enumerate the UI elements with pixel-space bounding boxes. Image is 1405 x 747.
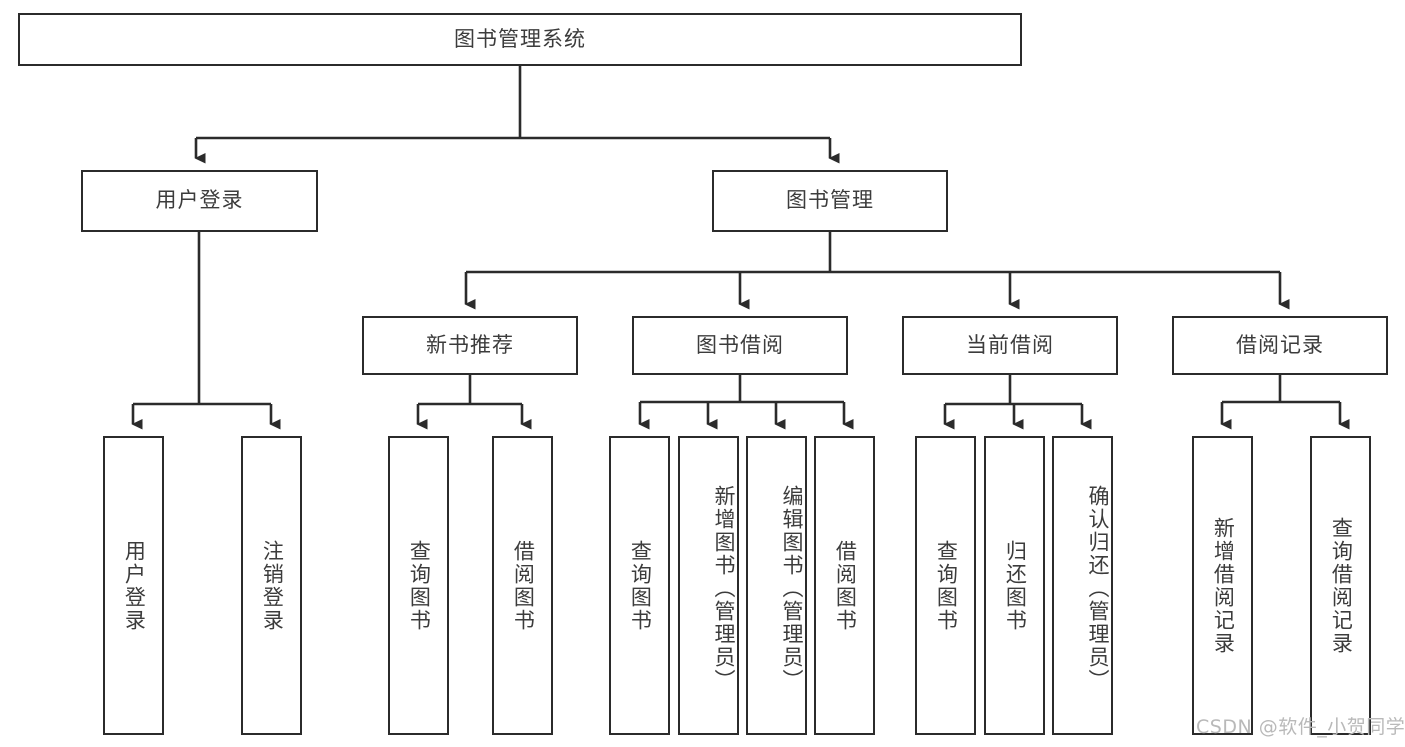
node-current-borrow[interactable]: 当前借阅: [902, 316, 1118, 375]
node-label: 注销登录: [260, 539, 285, 632]
node-label: 确认归还（管理员）: [1086, 485, 1110, 692]
csdn-watermark: CSDN @软件_小贺同学: [1196, 716, 1405, 738]
node-book-borrow[interactable]: 图书借阅: [632, 316, 848, 375]
leaf-borrow-book[interactable]: 借阅图书: [814, 436, 875, 735]
leaf-user-login[interactable]: 用户登录: [103, 436, 164, 735]
leaf-user-logout[interactable]: 注销登录: [241, 436, 302, 735]
node-label: 图书管理: [786, 188, 874, 213]
node-label: 新增图书（管理员）: [712, 485, 736, 692]
leaf-query-book-borrow[interactable]: 查询图书: [609, 436, 670, 735]
node-label: 借阅记录: [1236, 332, 1324, 357]
leaf-query-book-recommend[interactable]: 查询图书: [388, 436, 449, 735]
node-label: 新书推荐: [426, 332, 514, 357]
node-label: 图书借阅: [696, 332, 784, 357]
leaf-return-book[interactable]: 归还图书: [984, 436, 1045, 735]
node-book-management[interactable]: 图书管理: [712, 170, 948, 232]
node-label: 借阅图书: [833, 539, 858, 632]
node-label: 用户登录: [155, 188, 244, 213]
node-label: 图书管理系统: [454, 26, 586, 51]
leaf-query-borrow-record[interactable]: 查询借阅记录: [1310, 436, 1371, 735]
node-label: 用户登录: [122, 539, 147, 632]
node-label: 借阅图书: [511, 539, 536, 632]
node-label: 新增借阅记录: [1211, 516, 1236, 655]
node-new-book-recommend[interactable]: 新书推荐: [362, 316, 578, 375]
leaf-confirm-return[interactable]: 确认归还（管理员）: [1052, 436, 1113, 735]
node-label: 查询图书: [934, 539, 959, 632]
node-label: 归还图书: [1003, 539, 1028, 632]
node-label: 查询图书: [407, 539, 432, 632]
leaf-add-borrow-record[interactable]: 新增借阅记录: [1192, 436, 1253, 735]
leaf-edit-book[interactable]: 编辑图书（管理员）: [746, 436, 807, 735]
node-label: 编辑图书（管理员）: [780, 485, 804, 692]
node-root-book-management-system[interactable]: 图书管理系统: [18, 13, 1022, 66]
node-label: 查询借阅记录: [1329, 516, 1354, 655]
node-label: 查询图书: [628, 539, 653, 632]
leaf-borrow-book-recommend[interactable]: 借阅图书: [492, 436, 553, 735]
node-borrow-record[interactable]: 借阅记录: [1172, 316, 1388, 375]
node-label: 当前借阅: [966, 332, 1054, 357]
node-user-login[interactable]: 用户登录: [81, 170, 318, 232]
leaf-add-book[interactable]: 新增图书（管理员）: [678, 436, 739, 735]
leaf-query-book-current[interactable]: 查询图书: [915, 436, 976, 735]
